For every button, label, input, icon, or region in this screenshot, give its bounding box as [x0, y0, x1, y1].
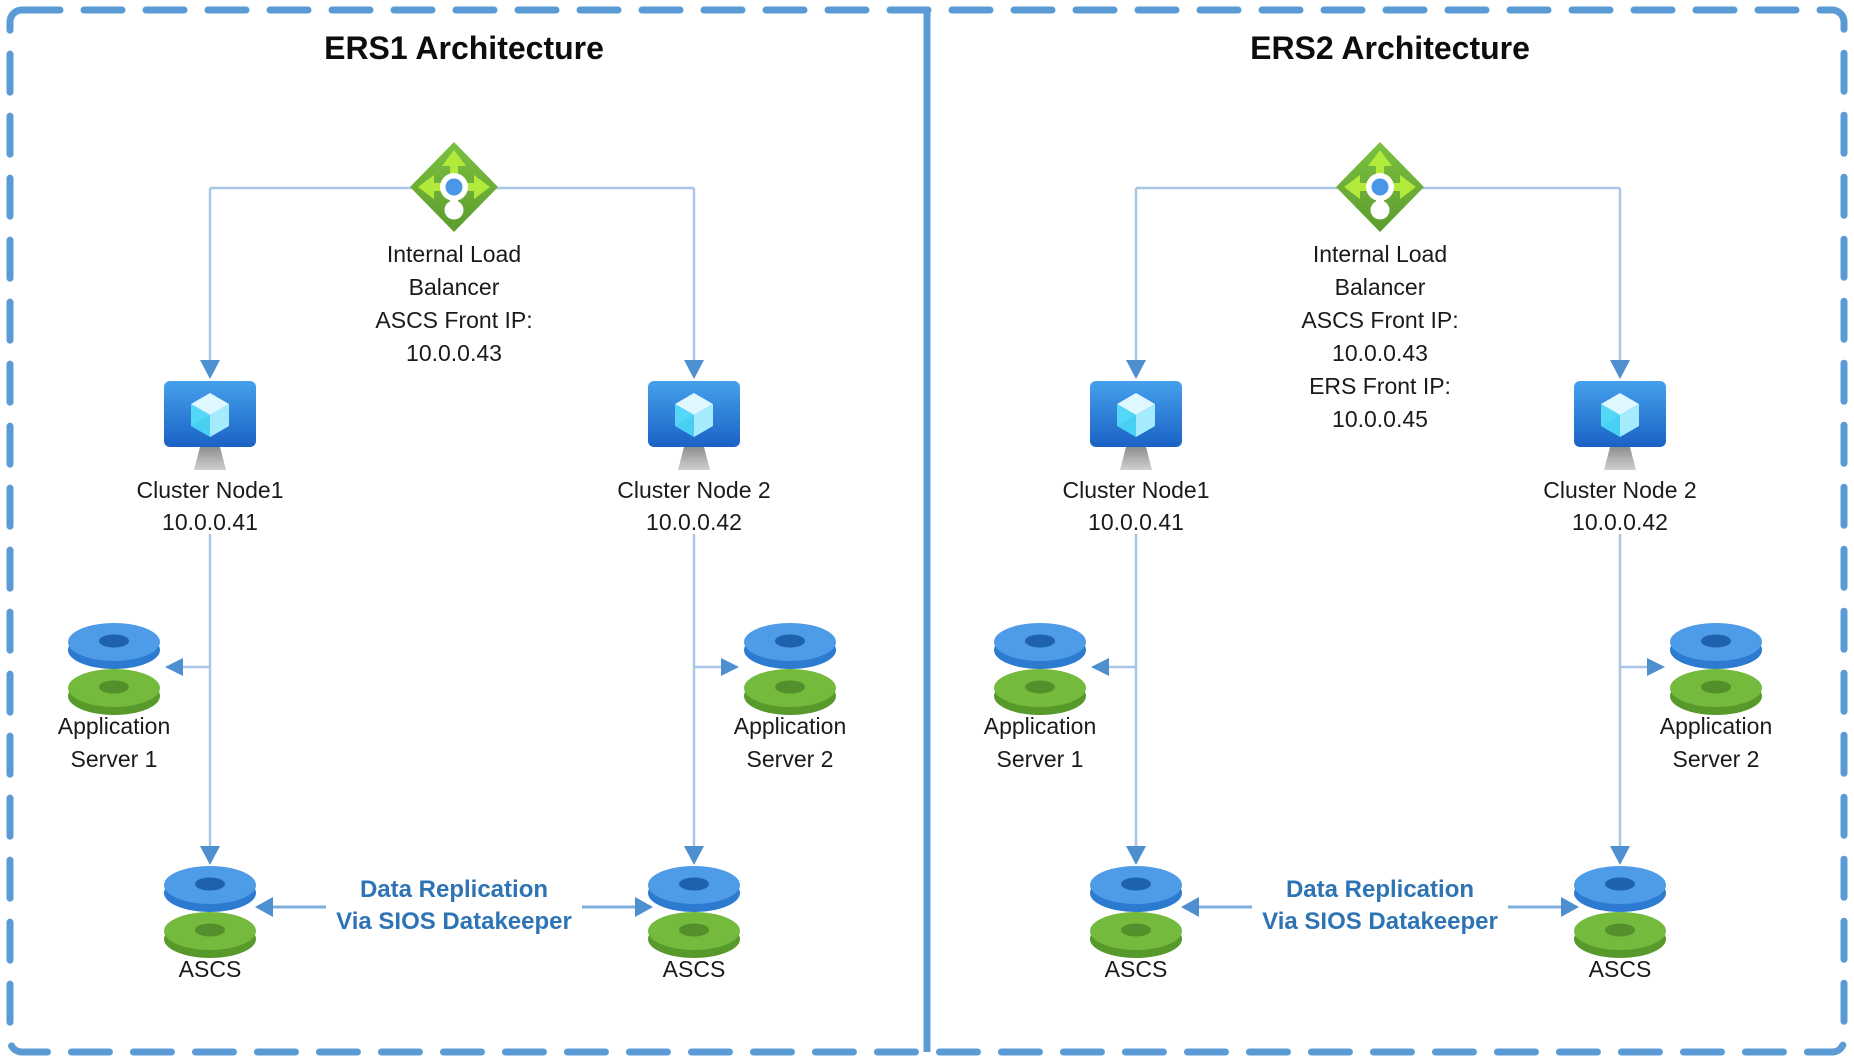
page-title-ers1: ERS1 Architecture	[324, 30, 604, 66]
appserver2-label: Application Server 2	[1659, 713, 1773, 772]
vm-icon-node1	[1090, 381, 1182, 470]
appserver1-label: Application Server 1	[57, 713, 171, 772]
load-balancer-icon	[410, 142, 498, 232]
ascs1-label: ASCS	[1104, 956, 1168, 982]
appserver1-label: Application Server 1	[983, 713, 1097, 772]
ascs1-label: ASCS	[178, 956, 242, 982]
replication-label: Data Replication Via SIOS Datakeeper	[336, 876, 572, 935]
vm-icon-node2	[648, 381, 740, 470]
vm-icon-node2	[1574, 381, 1666, 470]
disk-stack-ascs2	[648, 866, 740, 958]
disk-stack-ascs1	[164, 866, 256, 958]
node2-label: Cluster Node 2 10.0.0.42	[617, 477, 771, 535]
ascs2-label: ASCS	[662, 956, 726, 982]
disk-stack-appserver2	[744, 623, 836, 715]
panel-ers1: ERS1 Architecture Internal Load Balancer…	[4, 0, 924, 1062]
replication-label: Data Replication Via SIOS Datakeeper	[1262, 876, 1498, 935]
load-balancer-label: Internal Load Balancer ASCS Front IP: 10…	[375, 241, 533, 366]
disk-stack-ascs2	[1574, 866, 1666, 958]
disk-stack-appserver2	[1670, 623, 1762, 715]
node1-label: Cluster Node1 10.0.0.41	[136, 477, 284, 535]
disk-stack-appserver1	[994, 623, 1086, 715]
node1-label: Cluster Node1 10.0.0.41	[1062, 477, 1210, 535]
disk-stack-ascs1	[1090, 866, 1182, 958]
load-balancer-icon	[1336, 142, 1424, 232]
disk-stack-appserver1	[68, 623, 160, 715]
load-balancer-label: Internal Load Balancer ASCS Front IP: 10…	[1301, 241, 1459, 432]
panel-ers2: ERS2 Architecture Internal Load Balancer…	[930, 0, 1850, 1062]
page-title-ers2: ERS2 Architecture	[1250, 30, 1530, 66]
vm-icon-node1	[164, 381, 256, 470]
ascs2-label: ASCS	[1588, 956, 1652, 982]
appserver2-label: Application Server 2	[733, 713, 847, 772]
node2-label: Cluster Node 2 10.0.0.42	[1543, 477, 1697, 535]
